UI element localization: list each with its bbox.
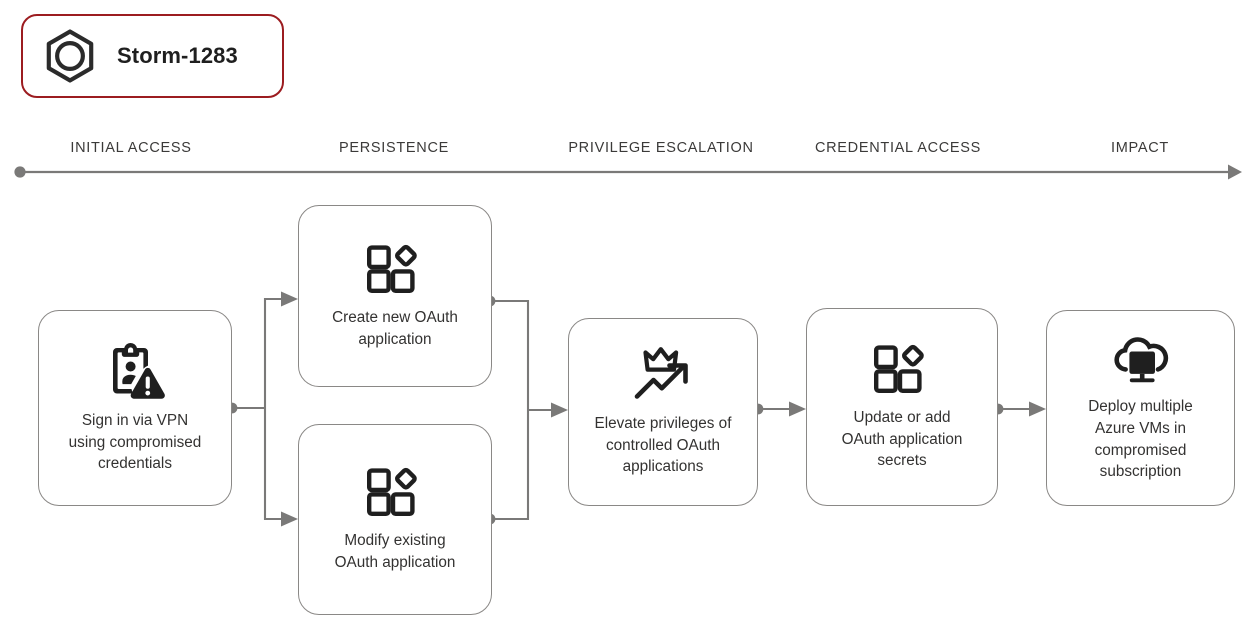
timeline-start-dot [14, 166, 26, 178]
phase-label-persistence: PERSISTENCE [338, 140, 450, 156]
phase-label-privilege-escalation: PRIVILEGE ESCALATION [568, 140, 754, 156]
node-label: Update or add OAuth application secrets [841, 408, 963, 470]
arrowhead-modify [281, 511, 298, 527]
node-label: Sign in via VPN using compromised creden… [68, 411, 202, 473]
node-modify-existing-oauth-application[interactable]: Modify existing OAuth application [298, 424, 492, 615]
hexagon-nut-icon [46, 29, 94, 83]
arrowhead-create [281, 291, 298, 307]
clipboard-user-warning-icon [113, 342, 165, 399]
node-label: Elevate privileges of controlled OAuth a… [594, 414, 732, 476]
cloud-vm-icon [1113, 337, 1168, 383]
crown-trend-up-icon [634, 347, 688, 399]
node-deploy-azure-vms[interactable]: Deploy multiple Azure VMs in compromised… [1046, 310, 1235, 506]
connector-persistence-merge [490, 299, 530, 521]
arrowhead-deploy [1029, 401, 1046, 417]
connector-signin-to-create [263, 297, 292, 408]
phase-timeline-axis [14, 164, 1242, 180]
arrowhead-secrets [789, 401, 806, 417]
phase-label-impact: IMPACT [1111, 140, 1169, 156]
phase-label-credential-access: CREDENTIAL ACCESS [814, 140, 982, 156]
node-sign-in-via-vpn[interactable]: Sign in via VPN using compromised creden… [38, 310, 232, 506]
apps-icon [367, 468, 417, 517]
threat-actor-badge[interactable]: Storm-1283 [21, 14, 284, 98]
phase-label-initial-access: INITIAL ACCESS [70, 140, 192, 156]
apps-icon [874, 344, 924, 393]
connector-signin-to-modify [263, 408, 292, 521]
node-label: Deploy multiple Azure VMs in compromised… [1088, 398, 1193, 481]
threat-actor-name: Storm-1283 [117, 43, 238, 68]
node-label: Modify existing OAuth application [334, 532, 456, 571]
timeline-end-arrow [1228, 164, 1242, 180]
arrowhead-elevate [551, 402, 568, 418]
node-elevate-privileges[interactable]: Elevate privileges of controlled OAuth a… [568, 318, 758, 506]
node-update-or-add-oauth-application-secrets[interactable]: Update or add OAuth application secrets [806, 308, 998, 506]
node-label: Create new OAuth application [332, 308, 458, 348]
node-create-new-oauth-application[interactable]: Create new OAuth application [298, 205, 492, 387]
apps-icon [367, 244, 417, 293]
